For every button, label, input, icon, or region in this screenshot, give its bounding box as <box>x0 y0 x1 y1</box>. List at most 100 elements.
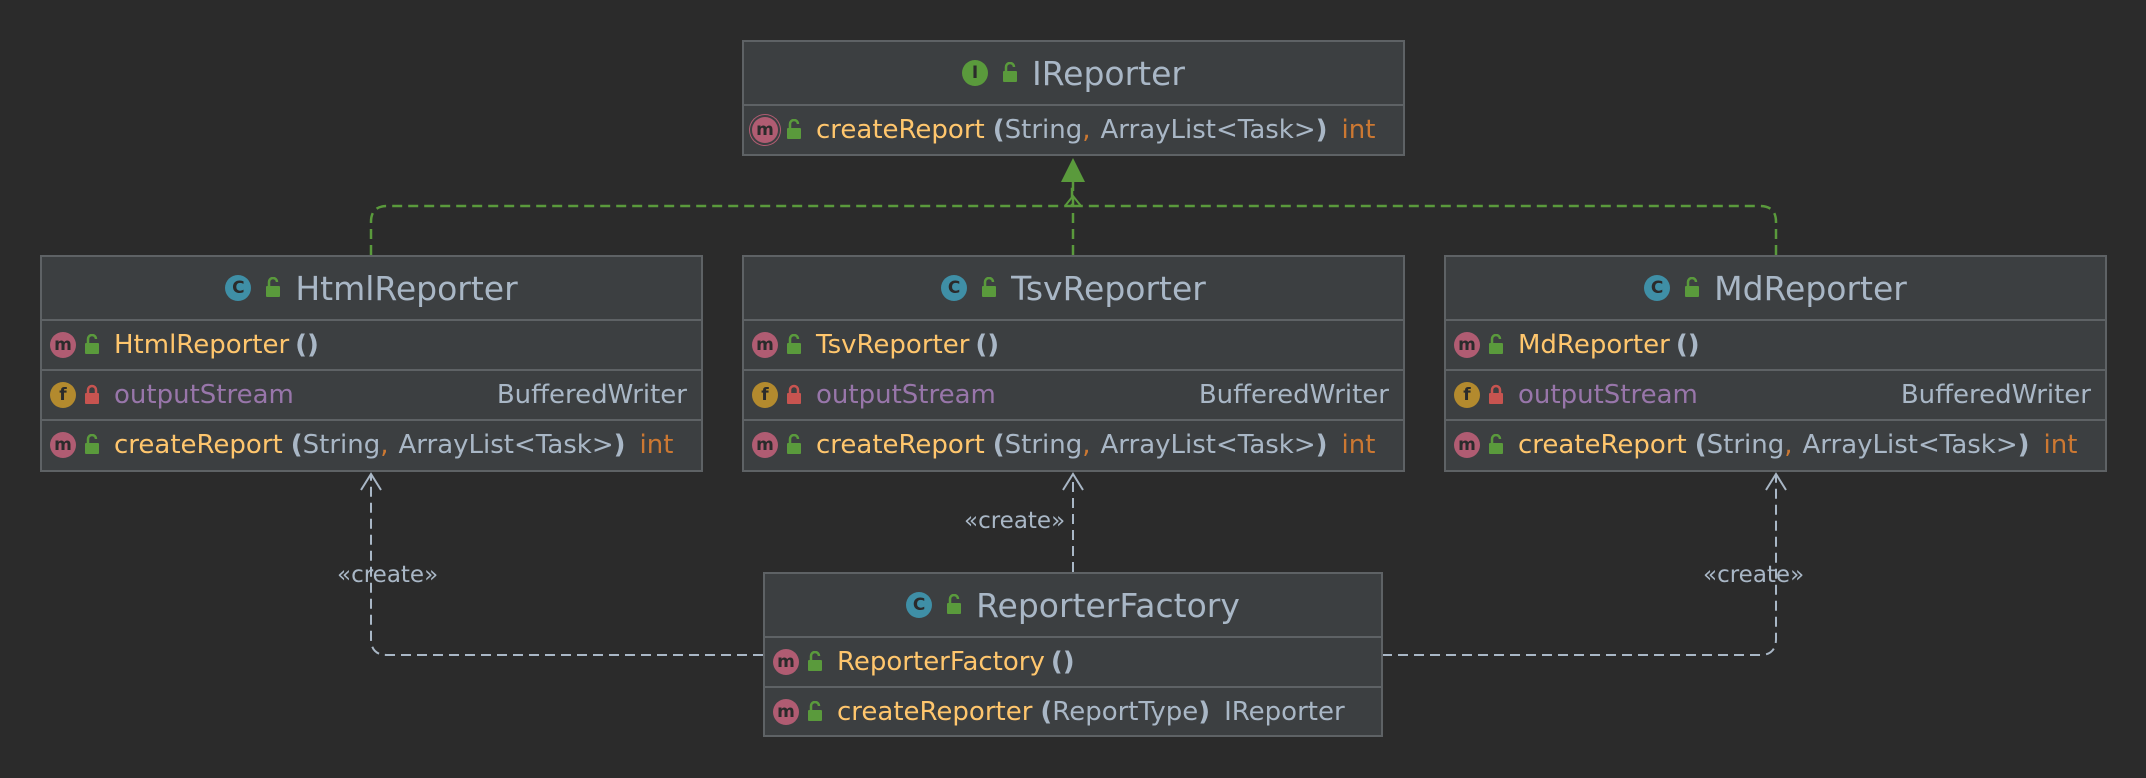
public-lock-icon <box>85 434 99 454</box>
public-lock-icon <box>808 701 822 721</box>
class-header: C HtmlReporter <box>42 257 701 321</box>
class-reporterfactory[interactable]: C ReporterFactory m ReporterFactory () m… <box>763 572 1383 737</box>
method-name: createReporter <box>837 697 1033 727</box>
constructor-name: TsvReporter <box>816 330 970 360</box>
field-name: outputStream <box>1518 380 1698 410</box>
paren-open: ( <box>992 115 1005 145</box>
param-type: String <box>1706 430 1785 460</box>
class-tsvreporter[interactable]: C TsvReporter m TsvReporter () f outputS… <box>742 255 1405 472</box>
ctor-parens: () <box>1675 330 1700 360</box>
field-type: BufferedWriter <box>496 380 687 410</box>
method-name: createReport <box>114 430 283 460</box>
public-lock-icon <box>1003 62 1017 82</box>
edge-label-create-html: «create» <box>337 562 439 588</box>
public-lock-icon <box>1489 334 1503 354</box>
paren-close: ) <box>613 430 626 460</box>
constructor-name: MdReporter <box>1518 330 1670 360</box>
return-type: int <box>1341 115 1376 145</box>
field-type: BufferedWriter <box>1198 380 1389 410</box>
method-icon: m <box>752 432 778 458</box>
public-lock-icon <box>787 434 801 454</box>
constructor-row[interactable]: m MdReporter () <box>1446 321 2105 371</box>
method-name: createReport <box>816 430 985 460</box>
param-type: String <box>1004 430 1083 460</box>
public-lock-icon <box>1685 277 1700 297</box>
param-type: ArrayList<Task> <box>1100 115 1316 145</box>
ctor-parens: () <box>1050 647 1075 677</box>
class-name: MdReporter <box>1714 268 1907 308</box>
constructor-name: HtmlReporter <box>114 330 290 360</box>
public-lock-icon <box>787 119 801 139</box>
edge-label-create-tsv: «create» <box>964 508 1066 534</box>
param-comma: , <box>1784 430 1793 460</box>
method-row[interactable]: m createReport ( String , ArrayList<Task… <box>744 421 1403 469</box>
field-row[interactable]: f outputStream BufferedWriter <box>744 371 1403 421</box>
paren-close: ) <box>1198 697 1211 727</box>
public-lock-icon <box>85 334 99 354</box>
class-icon: C <box>906 592 933 618</box>
method-name: createReport <box>1518 430 1687 460</box>
public-lock-icon <box>808 651 822 671</box>
public-lock-icon <box>947 594 962 614</box>
return-type: int <box>1341 430 1376 460</box>
return-type: IReporter <box>1224 697 1345 727</box>
class-name: ReporterFactory <box>976 585 1240 625</box>
param-comma: , <box>1082 430 1091 460</box>
paren-close: ) <box>1315 115 1328 145</box>
constructor-row[interactable]: m TsvReporter () <box>744 321 1403 371</box>
class-header: C TsvReporter <box>744 257 1403 321</box>
field-icon: f <box>752 382 778 408</box>
method-icon: m <box>1454 432 1480 458</box>
method-row[interactable]: m createReport ( String , ArrayList<Task… <box>744 106 1403 154</box>
class-header: C ReporterFactory <box>765 574 1381 638</box>
class-header: I IReporter <box>744 42 1403 106</box>
edge-label-create-md: «create» <box>1703 562 1805 588</box>
param-type: String <box>302 430 381 460</box>
param-comma: , <box>1082 115 1091 145</box>
method-icon: m <box>1454 332 1480 358</box>
dependency-arrowhead-html <box>360 472 382 491</box>
param-comma: , <box>380 430 389 460</box>
field-name: outputStream <box>816 380 996 410</box>
ctor-parens: () <box>295 330 319 360</box>
class-icon: C <box>225 275 252 301</box>
constructor-name: ReporterFactory <box>837 647 1045 677</box>
field-row[interactable]: f outputStream BufferedWriter <box>42 371 701 421</box>
return-type: int <box>2043 430 2078 460</box>
paren-close: ) <box>1315 430 1328 460</box>
realization-arrow-tick <box>1064 194 1082 207</box>
constructor-row[interactable]: m ReporterFactory () <box>765 638 1381 688</box>
private-lock-icon <box>787 384 801 404</box>
field-row[interactable]: f outputStream BufferedWriter <box>1446 371 2105 421</box>
paren-close: ) <box>2017 430 2030 460</box>
private-lock-icon <box>85 384 99 404</box>
field-type: BufferedWriter <box>1900 380 2091 410</box>
class-name: TsvReporter <box>1011 268 1206 308</box>
public-lock-icon <box>1489 434 1503 454</box>
class-mdreporter[interactable]: C MdReporter m MdReporter () f outputStr… <box>1444 255 2107 472</box>
realization-md <box>1072 204 1778 255</box>
public-lock-icon <box>982 277 997 297</box>
field-name: outputStream <box>114 380 294 410</box>
dependency-factory-md <box>1382 476 1777 656</box>
method-icon: m <box>773 699 799 725</box>
class-ireporter[interactable]: I IReporter m createReport ( String , Ar… <box>742 40 1405 156</box>
class-name: IReporter <box>1032 53 1185 93</box>
method-row[interactable]: m createReporter ( ReportType ) IReporte… <box>765 688 1381 736</box>
method-icon: m <box>752 332 778 358</box>
class-icon: C <box>941 275 968 301</box>
constructor-row[interactable]: m HtmlReporter () <box>42 321 701 371</box>
class-htmlreporter[interactable]: C HtmlReporter m HtmlReporter () f outpu… <box>40 255 703 472</box>
param-type: ArrayList<Task> <box>1802 430 2018 460</box>
method-row[interactable]: m createReport ( String , ArrayList<Task… <box>42 421 701 469</box>
class-icon: C <box>1644 275 1671 301</box>
class-header: C MdReporter <box>1446 257 2105 321</box>
method-name: createReport <box>816 115 985 145</box>
param-type: ArrayList<Task> <box>398 430 614 460</box>
paren-open: ( <box>1040 697 1053 727</box>
paren-open: ( <box>1694 430 1707 460</box>
method-row[interactable]: m createReport ( String , ArrayList<Task… <box>1446 421 2105 469</box>
realization-arrowhead <box>1061 158 1085 182</box>
